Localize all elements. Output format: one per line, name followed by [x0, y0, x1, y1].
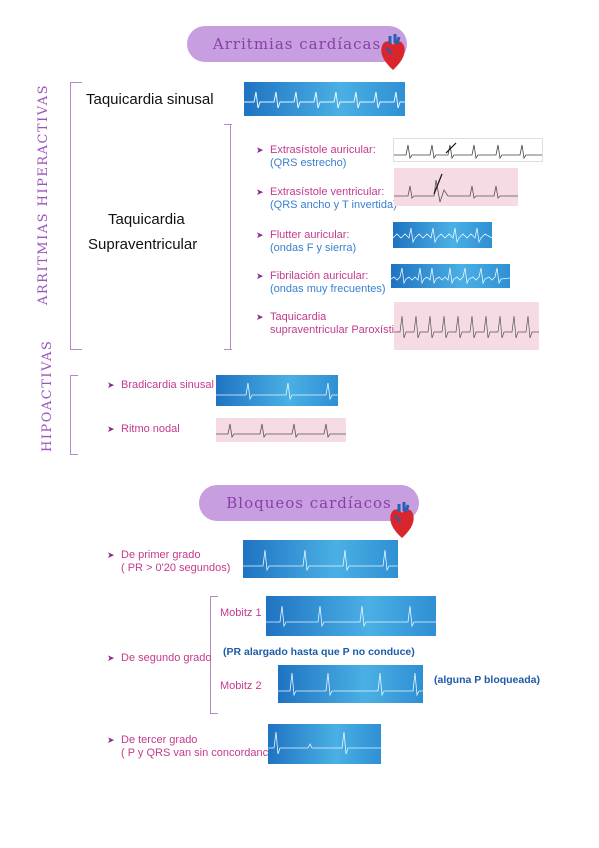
list-item-ritmo-nodal: ➤ Ritmo nodal	[107, 423, 180, 435]
bracket-segundo	[210, 596, 211, 714]
bracket-hipo	[70, 375, 71, 455]
bracket-hiper-bottom	[70, 349, 82, 350]
section-title-text: Arritmias cardíacas	[212, 35, 382, 53]
bracket-supra-top	[224, 124, 232, 125]
side-label-hiperactivas: ARRITMIAS HIPERACTIVAS	[36, 83, 51, 305]
ecg-fibrilacion-auricular	[391, 264, 510, 288]
ecg-ritmo-nodal	[216, 418, 346, 442]
arrow-bullet-icon: ➤	[256, 312, 264, 322]
bracket-hipo-top	[70, 375, 78, 376]
mobitz1-label: Mobitz 1	[220, 607, 262, 619]
section-title-bloqueos: Bloqueos cardíacos	[199, 485, 419, 521]
taquicardia-supra-l2: Supraventricular	[88, 236, 198, 253]
side-label-hipoactivas: HIPOACTIVAS	[40, 339, 55, 452]
ecg-mobitz1	[266, 596, 436, 636]
bracket-hiper	[70, 82, 71, 350]
list-item-primer-grado: ➤ De primer grado ( PR > 0'20 segundos)	[107, 549, 231, 574]
heart-icon	[381, 34, 405, 70]
list-item-fibrilacion-auricular: ➤ Fibrilación auricular: (ondas muy frec…	[256, 270, 386, 295]
bracket-segundo-top	[210, 596, 218, 597]
ecg-primer-grado	[243, 540, 398, 578]
list-item-segundo-grado: ➤ De segundo grado	[107, 652, 212, 664]
arrow-bullet-icon: ➤	[256, 271, 264, 281]
heart-icon	[390, 502, 414, 538]
ecg-extrasistole-auricular	[393, 138, 543, 162]
ecg-extrasistole-ventricular	[394, 168, 518, 206]
taquicardia-supra-l1: Taquicardia	[108, 211, 185, 228]
note-pr-alargado: (PR alargado hasta que P no conduce)	[223, 646, 415, 658]
ecg-bradicardia-sinusal	[216, 375, 338, 406]
list-item-extrasistole-auricular: ➤ Extrasístole auricular: (QRS estrecho)	[256, 144, 376, 169]
ecg-mobitz2	[278, 665, 423, 703]
taquicardia-sinusal-label: Taquicardia sinusal	[86, 91, 214, 108]
bracket-supra	[230, 124, 231, 350]
arrow-bullet-icon: ➤	[256, 145, 264, 155]
list-item-bradicardia-sinusal: ➤ Bradicardia sinusal	[107, 379, 214, 391]
arrow-bullet-icon: ➤	[107, 380, 115, 390]
arrow-bullet-icon: ➤	[107, 653, 115, 663]
list-item-tercer-grado: ➤ De tercer grado ( P y QRS van sin conc…	[107, 734, 281, 759]
section-title-text: Bloqueos cardíacos	[226, 494, 392, 512]
mobitz2-label: Mobitz 2	[220, 680, 262, 692]
bracket-hipo-bottom	[70, 454, 78, 455]
list-item-taquicardia-paroxistica: ➤ Taquicardia supraventricular Paroxísti…	[256, 311, 409, 336]
ecg-tercer-grado	[268, 724, 381, 764]
arrow-bullet-icon: ➤	[107, 735, 115, 745]
bracket-segundo-bottom	[210, 713, 218, 714]
arrow-bullet-icon: ➤	[107, 424, 115, 434]
arrow-bullet-icon: ➤	[107, 550, 115, 560]
list-item-flutter-auricular: ➤ Flutter auricular: (ondas F y sierra)	[256, 229, 357, 254]
list-item-extrasistole-ventricular: ➤ Extrasístole ventricular: (QRS ancho y…	[256, 186, 397, 211]
arrow-bullet-icon: ➤	[256, 187, 264, 197]
bracket-supra-bottom	[224, 349, 232, 350]
section-title-arritmias: Arritmias cardíacas	[187, 26, 407, 62]
ecg-taquicardia-paroxistica	[394, 302, 539, 350]
note-p-bloqueada: (alguna P bloqueada)	[434, 674, 540, 686]
arrow-bullet-icon: ➤	[256, 230, 264, 240]
ecg-taquicardia-sinusal	[244, 82, 405, 116]
bracket-hiper-top	[70, 82, 82, 83]
ecg-flutter-auricular	[393, 222, 492, 248]
